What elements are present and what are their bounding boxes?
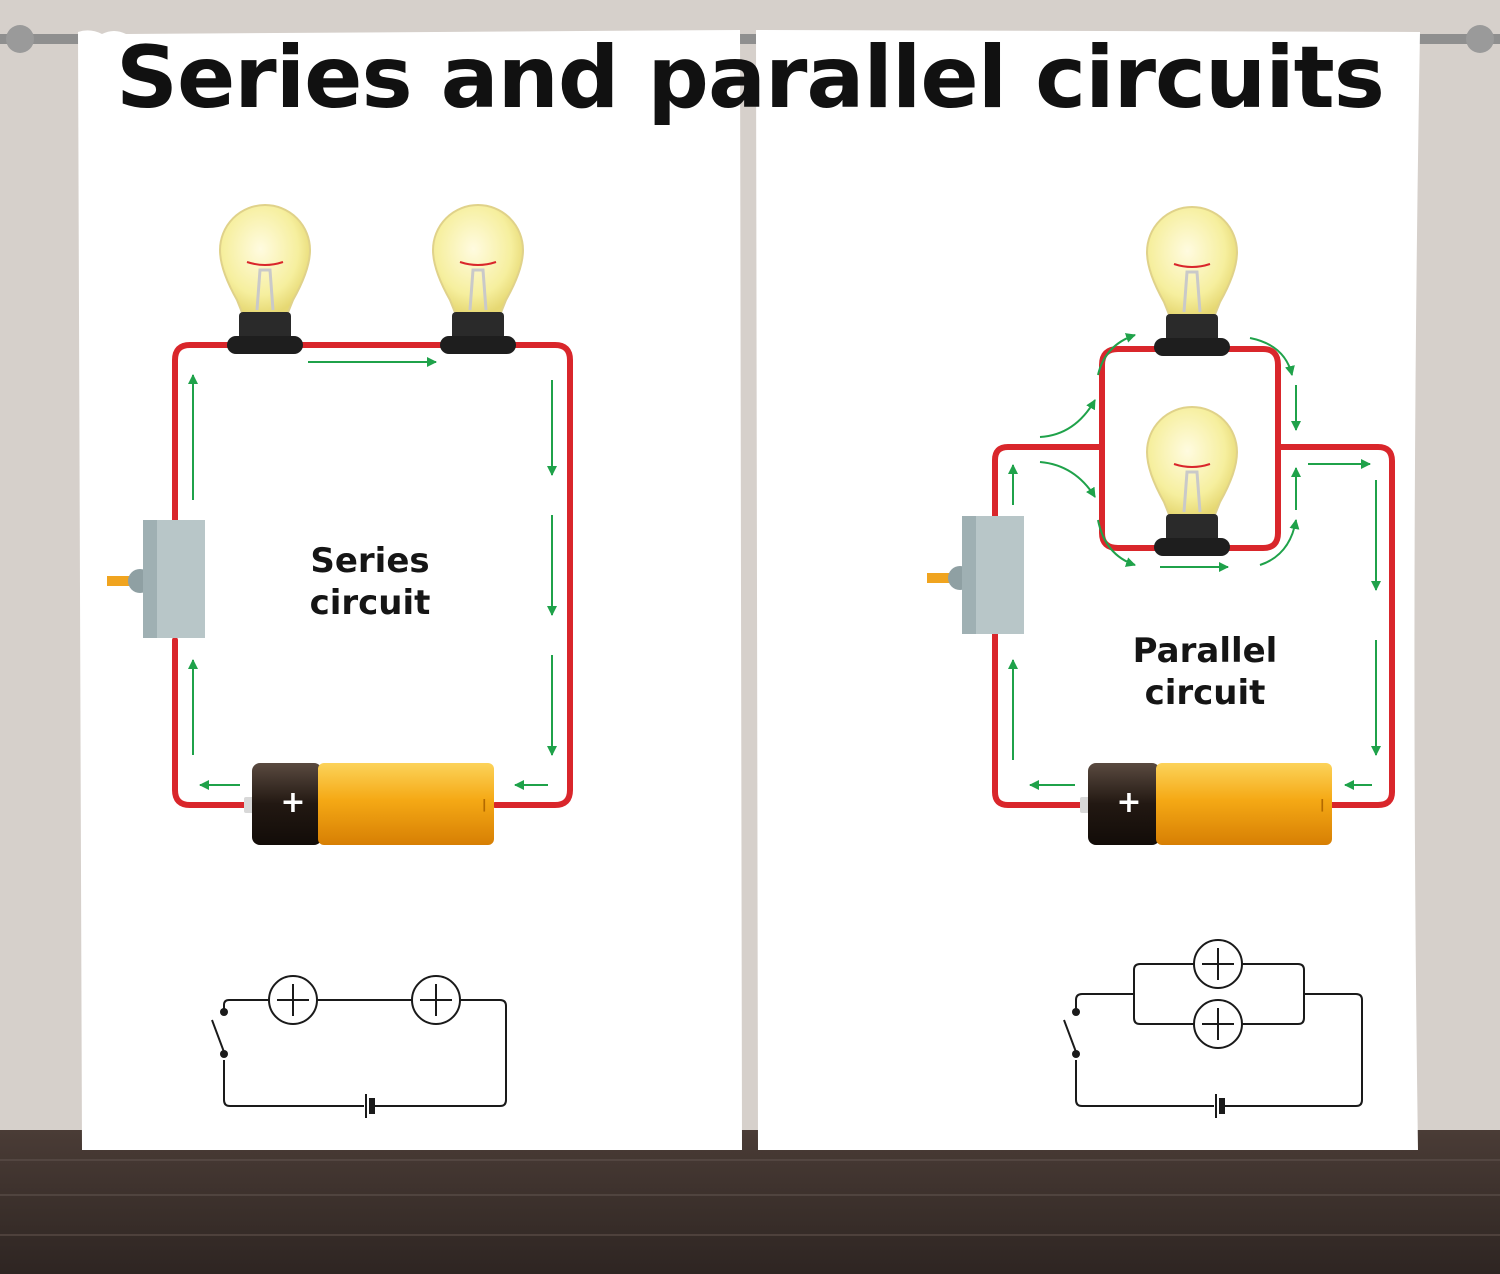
switch-contacts <box>220 1008 228 1058</box>
series-battery-plus: + <box>280 785 306 820</box>
parallel-label-line1: Parallel <box>1132 631 1278 671</box>
parallel-label-line2: circuit <box>1144 673 1266 713</box>
series-battery-minus: − <box>473 797 497 814</box>
series-label-line1: Series <box>310 541 430 581</box>
current-arrows <box>188 357 557 790</box>
battery-icon <box>1080 763 1332 845</box>
page-title: Series and parallel circuits <box>116 28 1385 128</box>
current-arrows <box>1008 333 1381 790</box>
series-label-line2: circuit <box>309 583 431 623</box>
battery-icon <box>244 763 494 845</box>
switch-icon <box>927 516 1024 634</box>
bulb-icon <box>218 204 312 354</box>
bulb-icon <box>431 204 525 354</box>
series-circuit-label: Series circuit <box>280 540 460 624</box>
series-schematic <box>211 975 507 1118</box>
switch-contacts <box>1072 1008 1080 1058</box>
curtain-right <box>756 30 1420 1150</box>
bulb-icon <box>1145 206 1239 356</box>
bulb-icon <box>1145 406 1239 556</box>
parallel-circuit <box>927 206 1395 1118</box>
switch-icon <box>107 520 205 638</box>
parallel-battery-plus: + <box>1116 785 1142 820</box>
parallel-circuit-label: Parallel circuit <box>1110 630 1300 714</box>
parallel-battery-minus: − <box>1311 797 1335 814</box>
parallel-schematic <box>1063 939 1363 1118</box>
series-circuit <box>107 204 573 1118</box>
series-wire <box>172 342 573 808</box>
